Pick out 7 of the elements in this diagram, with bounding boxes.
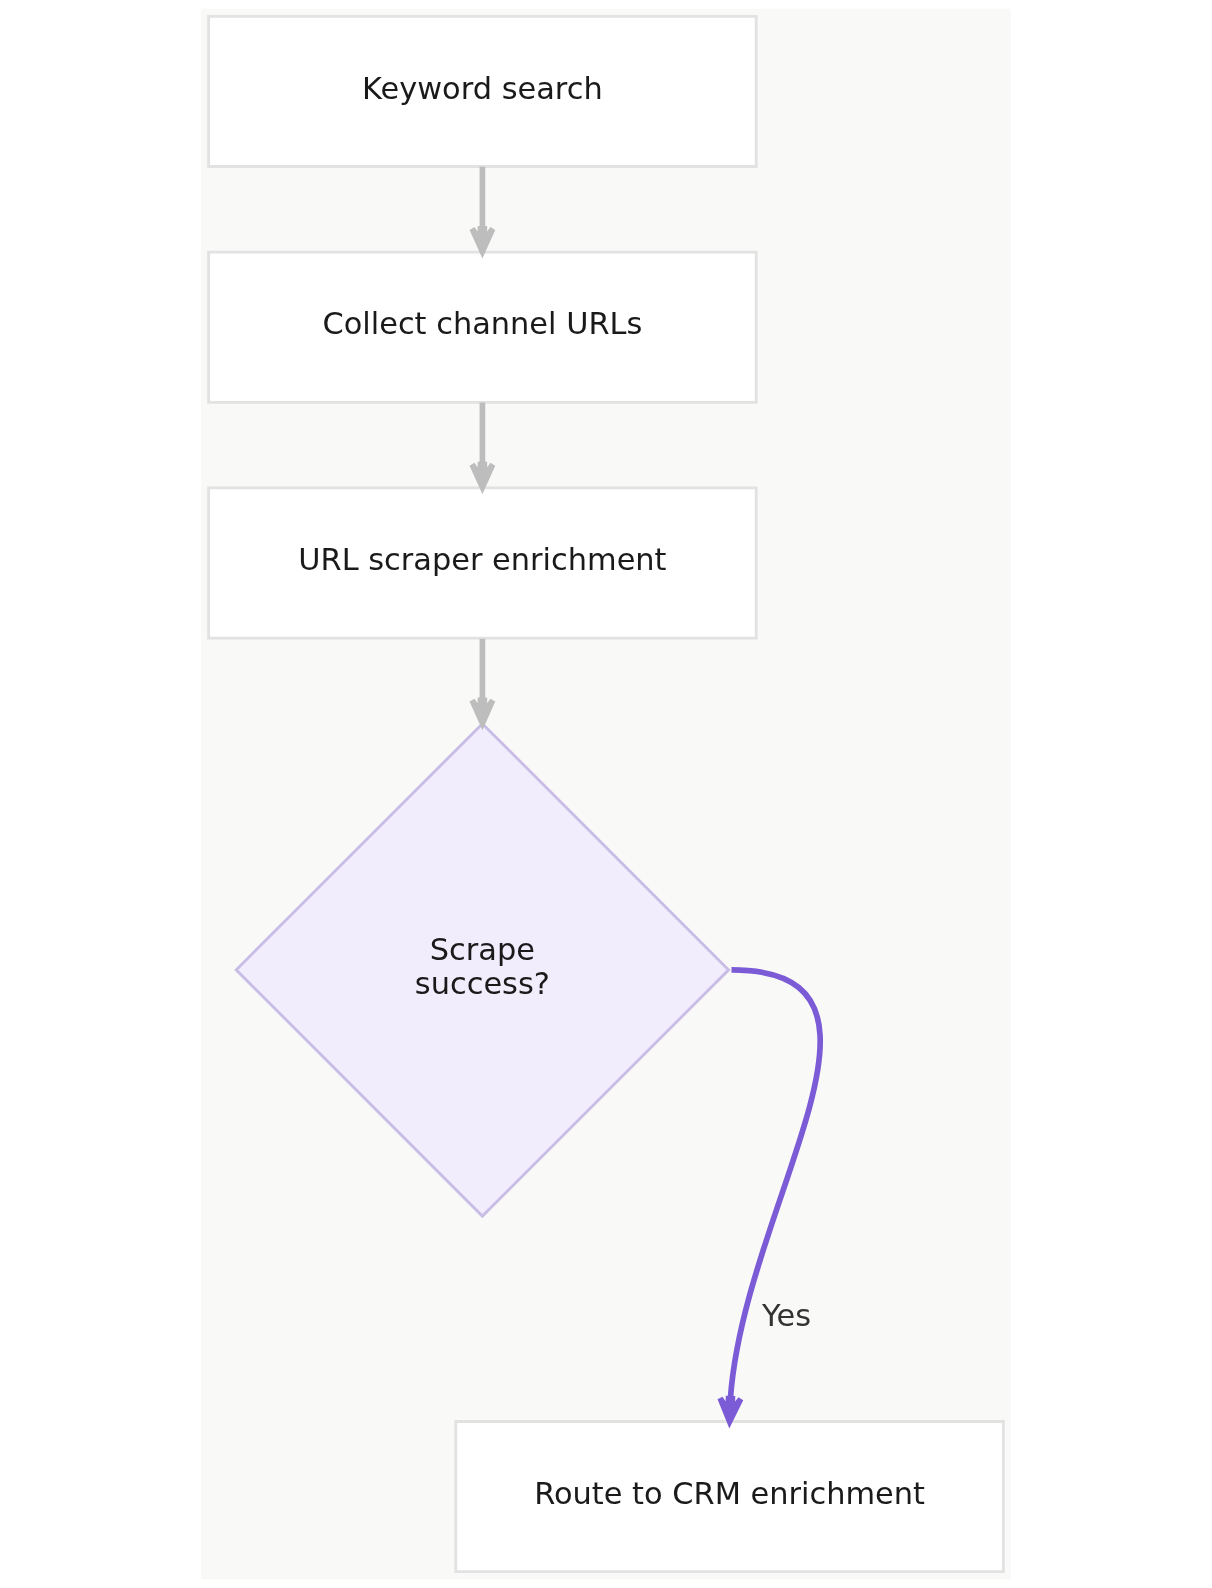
node-box: URL scraper enrichment: [207, 486, 758, 640]
arrow: [469, 638, 496, 727]
node-box: Keyword search: [207, 14, 758, 168]
node-box: Route to CRM enrichment: [454, 1420, 1005, 1574]
node-box: Collect channel URLs: [207, 250, 758, 404]
arrow: [469, 402, 496, 491]
edge-label: Yes: [762, 1298, 812, 1334]
